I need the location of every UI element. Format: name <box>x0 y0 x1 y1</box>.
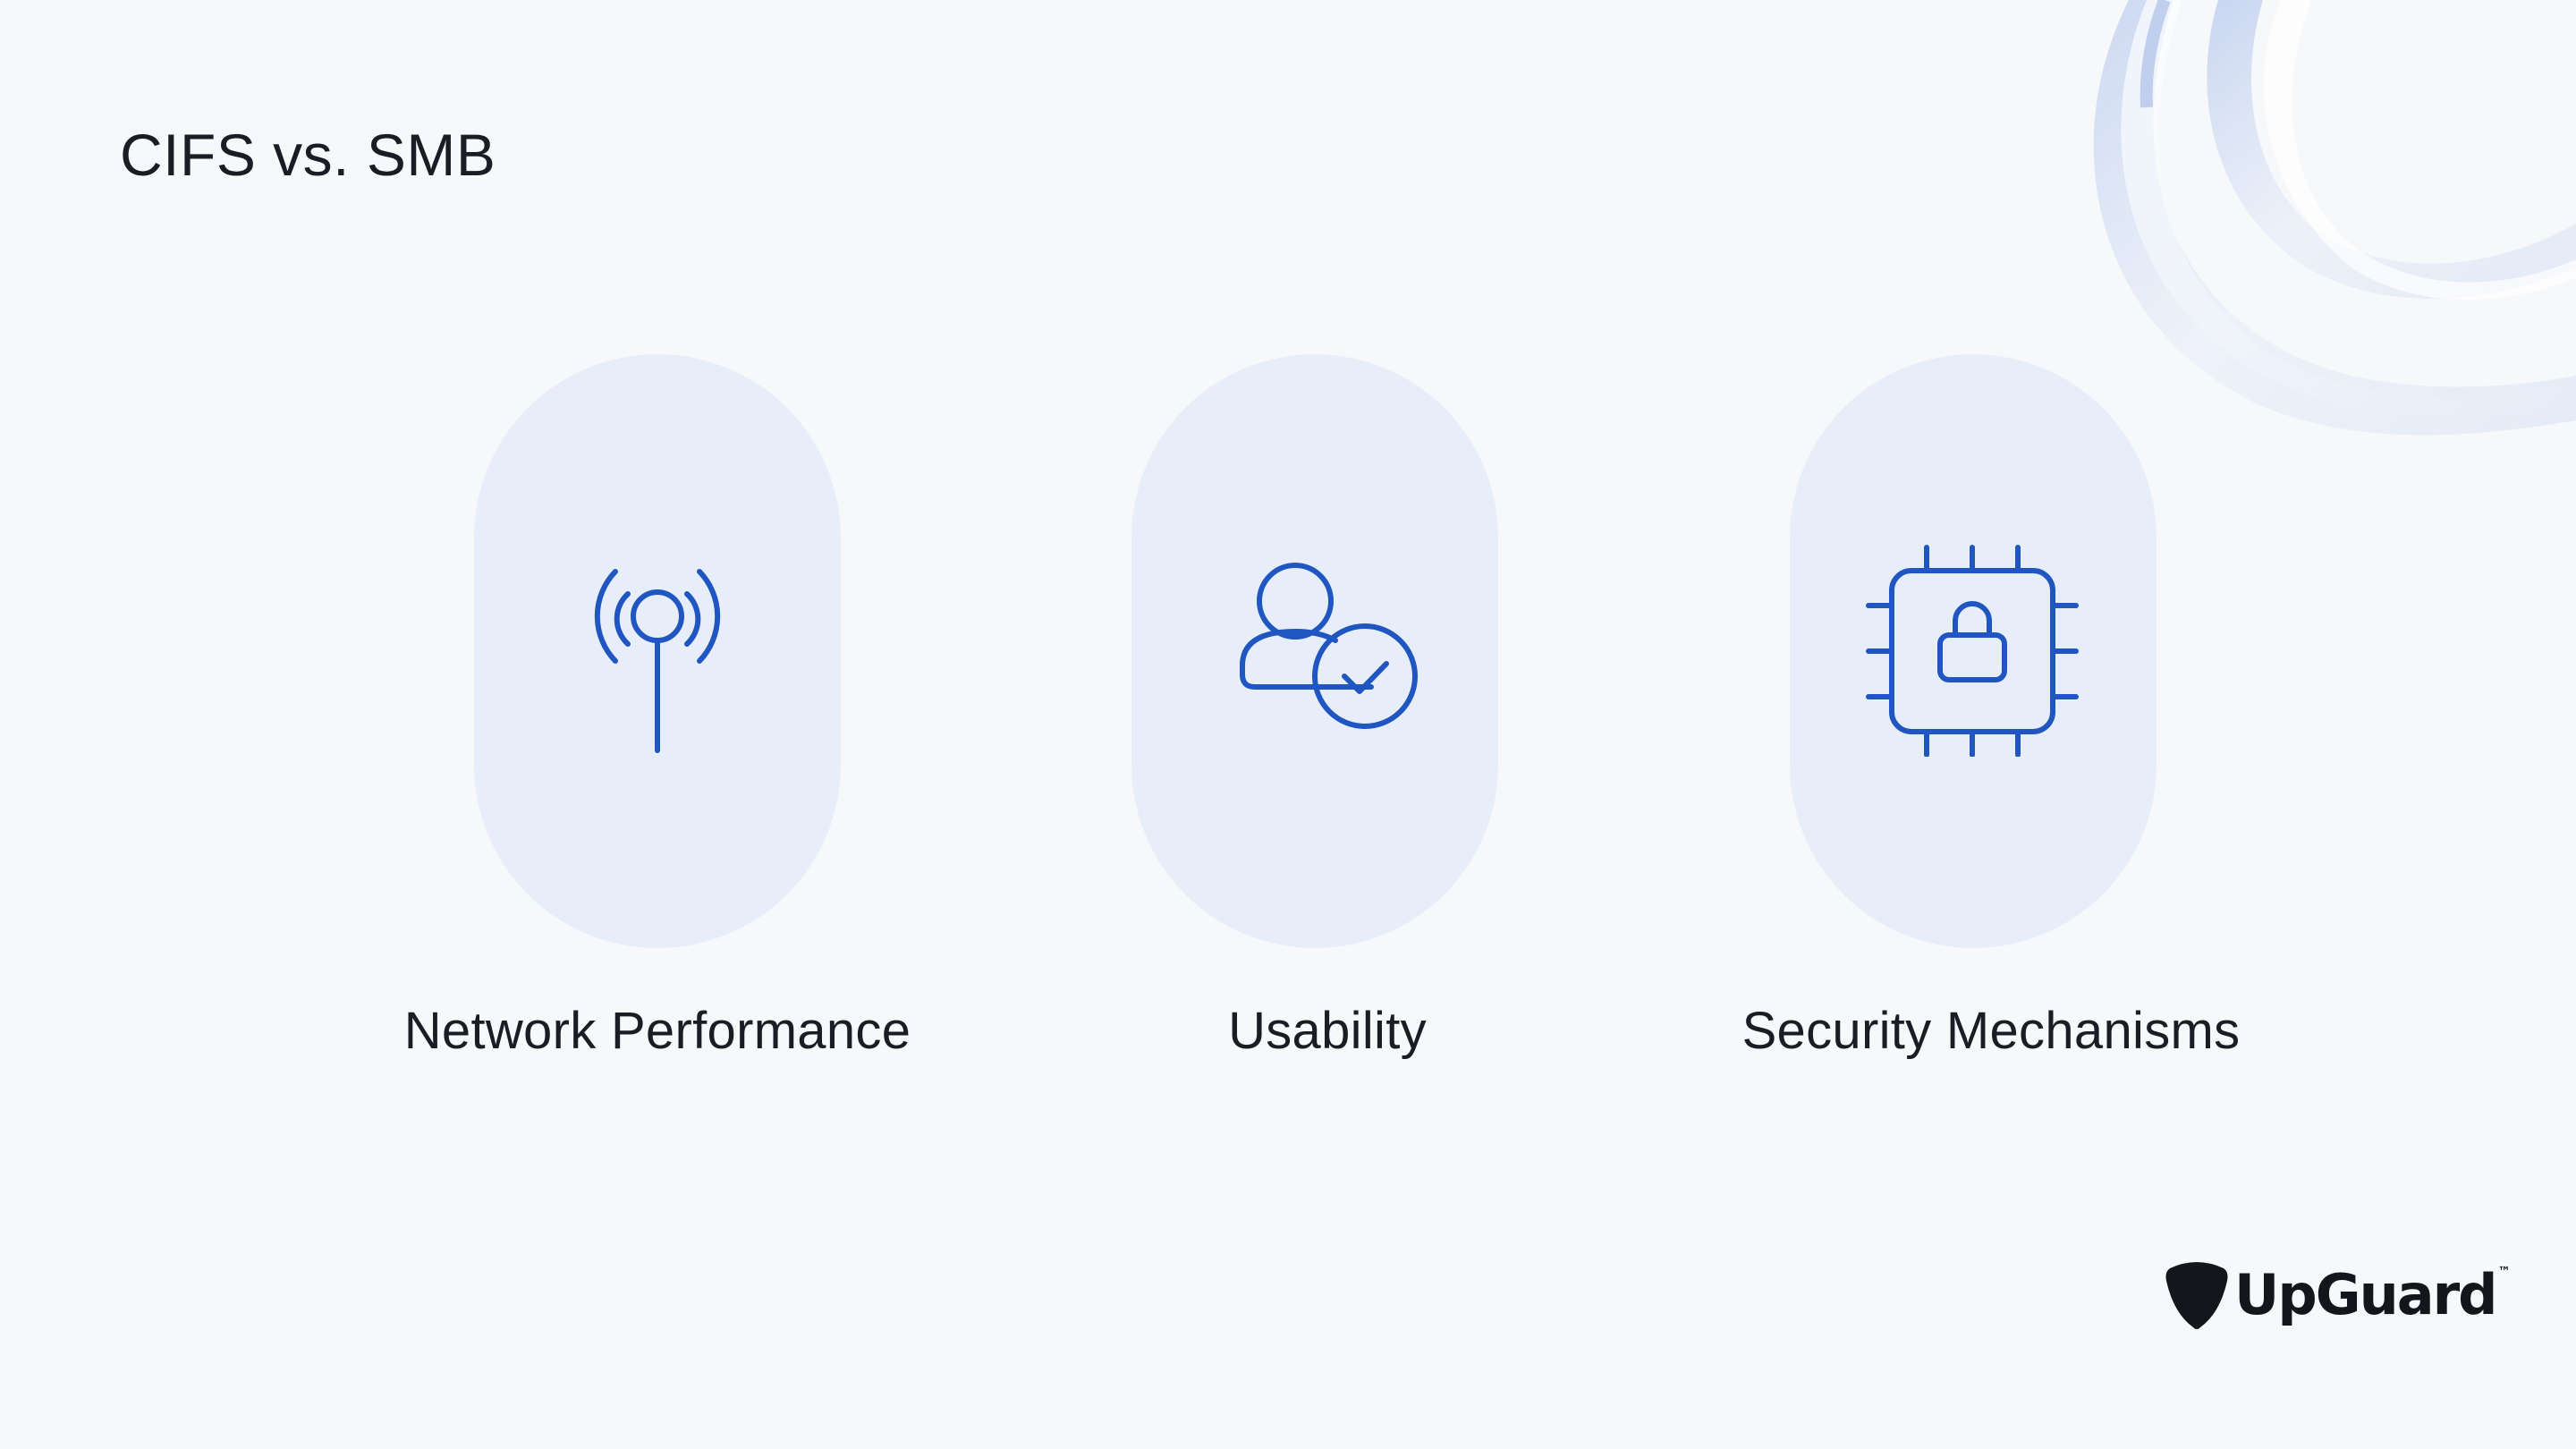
trademark-symbol: ™ <box>2497 1265 2511 1279</box>
decorative-ring-graphic <box>2093 0 2576 436</box>
upguard-logo: UpGuard ™ <box>2165 1259 2511 1331</box>
user-check-icon <box>1240 563 1418 729</box>
icon-pill <box>1790 354 2157 948</box>
chip-lock-icon <box>1866 545 2079 757</box>
feature-label: Security Mechanisms <box>1741 1002 2241 1060</box>
antenna-signal-icon <box>594 569 721 753</box>
feature-label: Network Performance <box>403 1002 911 1060</box>
feature-label: Usability <box>1228 1002 1427 1060</box>
brand-name: UpGuard <box>2234 1262 2498 1327</box>
page-title: CIFS vs. SMB <box>120 122 496 188</box>
icon-pill <box>474 354 841 948</box>
upguard-pick-icon <box>2165 1262 2228 1329</box>
icon-pill <box>1131 354 1498 948</box>
